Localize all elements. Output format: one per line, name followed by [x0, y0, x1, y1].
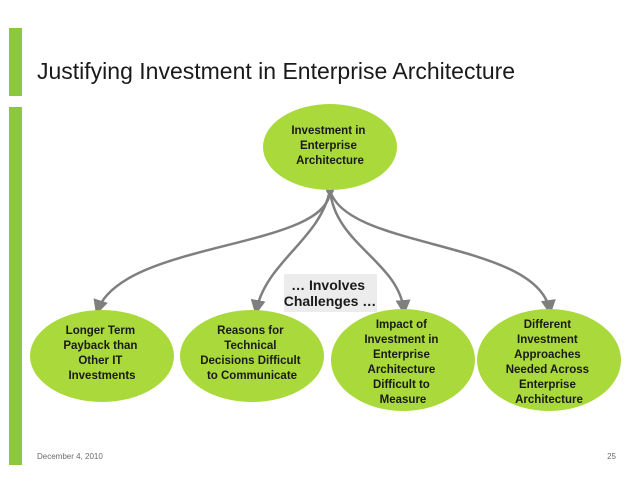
child-node-1-shape — [30, 310, 174, 402]
child-node-2-line-4: to Communicate — [207, 370, 297, 382]
child-node-4-line-2: Investment — [517, 334, 578, 346]
child-node-1-line-2: Payback than — [63, 340, 137, 352]
footer-date: December 4, 2010 — [37, 452, 103, 461]
svg-text:Different Investment: Different Investment Approaches Needed A… — [506, 319, 593, 406]
callout-line-1: … Involves — [291, 277, 365, 293]
child-node-4-line-1: Different — [524, 319, 571, 331]
child-node-3-line-3: Enterprise — [373, 349, 430, 361]
connector-to-node-4 — [328, 189, 556, 315]
child-node-2-line-1: Reasons for — [217, 325, 284, 337]
root-node-shape — [263, 104, 397, 190]
child-node-3-shape — [331, 309, 475, 411]
child-node-3: Impact of Investment in Enterprise Archi… — [331, 309, 475, 411]
callout-box: … Involves Challenges … — [284, 274, 377, 312]
child-node-3-line-1: Impact of — [376, 319, 427, 331]
callout-line-2: Challenges … — [284, 293, 377, 309]
connector-to-node-3 — [328, 189, 411, 315]
child-node-2-line-3: Decisions Difficult — [200, 355, 300, 367]
child-node-4: Different Investment Approaches Needed A… — [477, 309, 621, 411]
svg-text:Investment in Enterprise: Investment in Enterprise Architecture — [291, 125, 368, 167]
child-node-4-line-6: Architecture — [515, 394, 583, 406]
accent-bar-top — [9, 28, 22, 96]
connector-to-node-1 — [93, 189, 332, 315]
svg-text:Longer Term Payback than: Longer Term Payback than Other IT Invest… — [63, 325, 140, 382]
svg-text:Reasons for Technical: Reasons for Technical Decisions Difficul… — [200, 325, 304, 382]
child-node-3-line-2: Investment in — [364, 334, 438, 346]
svg-text:Impact of Investment in: Impact of Investment in Enterprise Archi… — [364, 319, 441, 406]
root-node-line-2: Enterprise — [300, 140, 357, 152]
svg-text:… Involves Challenges …: … Involves Challenges … — [284, 277, 377, 309]
accent-bar-bottom — [9, 107, 22, 465]
child-node-4-line-4: Needed Across — [506, 364, 589, 376]
child-node-1-line-4: Investments — [68, 370, 135, 382]
child-node-2: Reasons for Technical Decisions Difficul… — [180, 310, 324, 402]
child-node-1: Longer Term Payback than Other IT Invest… — [30, 310, 174, 402]
child-node-4-shape — [477, 309, 621, 411]
child-node-4-line-5: Enterprise — [519, 379, 576, 391]
page-number: 25 — [607, 452, 616, 461]
child-node-3-line-6: Measure — [380, 394, 427, 406]
child-node-1-line-1: Longer Term — [66, 325, 135, 337]
callout-box-shape — [284, 274, 377, 312]
child-node-2-shape — [180, 310, 324, 402]
root-node-line-1: Investment in — [291, 125, 365, 137]
child-node-4-line-3: Approaches — [514, 349, 580, 361]
child-node-3-line-5: Difficult to — [373, 379, 430, 391]
connector-to-node-2 — [250, 189, 332, 315]
child-node-3-line-4: Architecture — [368, 364, 436, 376]
root-node-line-3: Architecture — [296, 155, 364, 167]
slide-title: Justifying Investment in Enterprise Arch… — [37, 58, 516, 84]
child-node-1-line-3: Other IT — [78, 355, 122, 367]
child-node-2-line-2: Technical — [224, 340, 276, 352]
root-node: Investment in Enterprise Architecture — [263, 104, 397, 190]
